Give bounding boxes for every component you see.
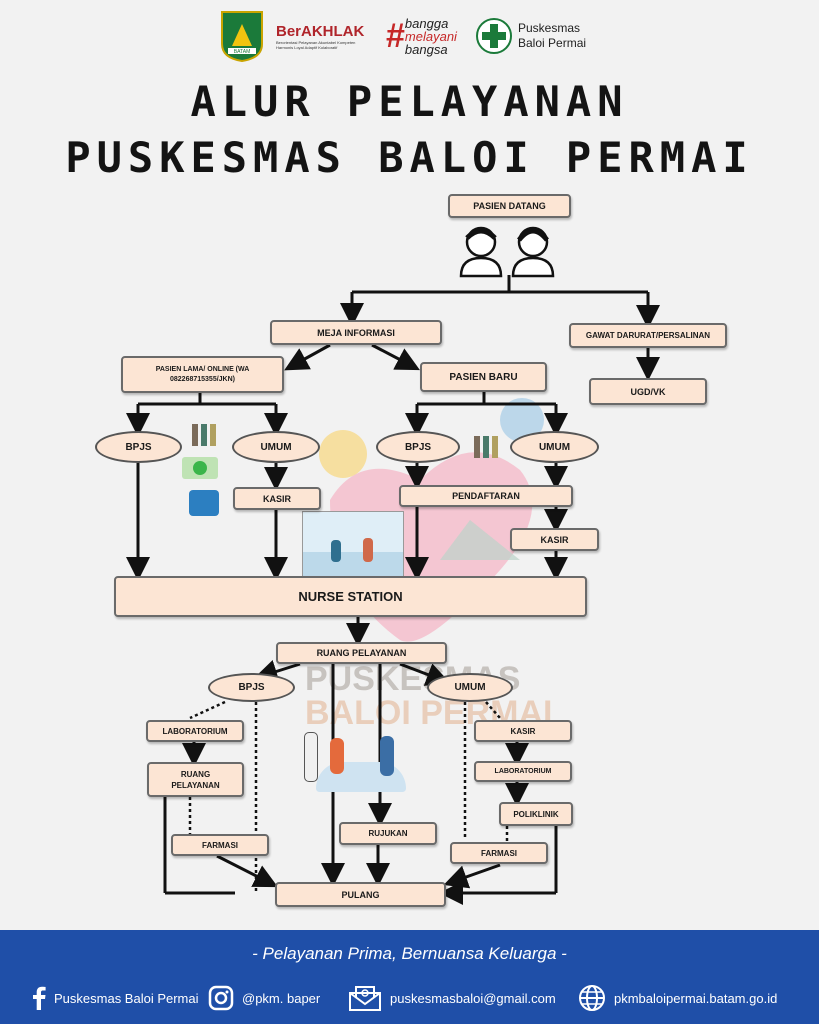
email-label: puskesmasbaloi@gmail.com <box>390 990 556 1006</box>
kasir-box-baru: KASIR <box>510 528 599 551</box>
kasir-box-lama: KASIR <box>233 487 321 510</box>
page-title-line2: PUSKESMAS BALOI PERMAI <box>65 133 754 182</box>
footer: - Pelayanan Prima, Bernuansa Keluarga - … <box>0 930 819 1024</box>
bpjs-oval-baru: BPJS <box>376 431 460 463</box>
queue-illustration-right <box>472 432 504 460</box>
bangga-word-2: melayani <box>404 28 457 44</box>
berakhlak-logo: BerAKHLAK Berorientasi Pelayanan Akuntab… <box>276 8 376 64</box>
website-label: pkmbaloipermai.batam.go.id <box>614 990 778 1006</box>
consultation-illustration <box>296 722 420 798</box>
meja-informasi-box: MEJA INFORMASI <box>270 320 442 345</box>
puskesmas-name-2: Baloi Permai <box>518 36 587 50</box>
umum-oval-baru: UMUM <box>510 431 599 463</box>
hashtag-icon: # <box>386 17 405 55</box>
ugd-box: UGD/VK <box>589 378 707 405</box>
bangga-melayani-logo: # bangga melayani bangsa <box>386 8 470 64</box>
ruang-pelayanan-box-bpjs: RUANG PELAYANAN <box>147 762 244 797</box>
bangga-word-1: bangga <box>404 15 449 31</box>
instagram-link[interactable]: @pkm. baper <box>208 982 320 1014</box>
queue-illustration-left <box>190 420 222 448</box>
footer-tagline: - Pelayanan Prima, Bernuansa Keluarga - <box>252 944 567 963</box>
pasien-baru-box: PASIEN BARU <box>420 362 547 392</box>
pulang-box: PULANG <box>275 882 446 907</box>
header-logos: BATAM BerAKHLAK Berorientasi Pelayanan A… <box>0 8 819 64</box>
umum-oval-pelayanan: UMUM <box>427 673 513 702</box>
puskesmas-cross-icon <box>476 18 512 54</box>
facebook-icon <box>33 986 46 1010</box>
laboratorium-box-bpjs: LABORATORIUM <box>146 720 244 742</box>
facebook-link[interactable]: Puskesmas Baloi Permai <box>32 982 199 1014</box>
berakhlak-title: BerAKHLAK <box>276 22 365 40</box>
batam-emblem-icon: BATAM <box>221 11 263 62</box>
batam-label: BATAM <box>234 49 250 55</box>
puskesmas-logo: Puskesmas Baloi Permai <box>476 8 596 64</box>
berakhlak-subtitle: Berorientasi Pelayanan Akuntabel Kompete… <box>276 39 356 50</box>
farmasi-box-umum: FARMASI <box>450 842 548 864</box>
batam-emblem: BATAM <box>220 8 264 64</box>
pendaftaran-box: PENDAFTARAN <box>399 485 573 507</box>
email-icon <box>349 986 381 1011</box>
globe-icon <box>579 985 605 1011</box>
instagram-icon <box>208 985 234 1011</box>
instagram-label: @pkm. baper <box>242 990 321 1006</box>
facebook-label: Puskesmas Baloi Permai <box>54 990 199 1006</box>
ruang-pelayanan-box: RUANG PELAYANAN <box>276 642 447 664</box>
kasir-box-umum: KASIR <box>474 720 572 742</box>
pasien-lama-box: PASIEN LAMA/ ONLINE (WA 082268715355/JKN… <box>121 356 284 393</box>
page-title-line1: ALUR PELAYANAN <box>190 77 629 126</box>
farmasi-box-bpjs: FARMASI <box>171 834 269 856</box>
bangga-word-3: bangsa <box>404 41 448 57</box>
puskesmas-name-1: Puskesmas <box>518 21 581 35</box>
email-link[interactable]: puskesmasbaloi@gmail.com <box>348 982 556 1014</box>
pasien-datang-box: PASIEN DATANG <box>448 194 571 218</box>
reception-illustration <box>302 511 404 577</box>
gawat-darurat-box: GAWAT DARURAT/PERSALINAN <box>569 323 727 348</box>
poliklinik-box: POLIKLINIK <box>499 802 573 826</box>
whatsapp-icon <box>182 457 218 479</box>
bpjs-oval-pelayanan: BPJS <box>208 673 295 702</box>
mobile-jkn-icon <box>189 490 219 516</box>
website-link[interactable]: pkmbaloipermai.batam.go.id <box>578 982 777 1014</box>
umum-oval-lama: UMUM <box>232 431 320 463</box>
bpjs-oval-lama: BPJS <box>95 431 182 463</box>
rujukan-box: RUJUKAN <box>339 822 437 845</box>
laboratorium-box-umum: LABORATORIUM <box>474 761 572 782</box>
nurse-station-box: NURSE STATION <box>114 576 587 617</box>
patients-icon <box>459 226 555 278</box>
